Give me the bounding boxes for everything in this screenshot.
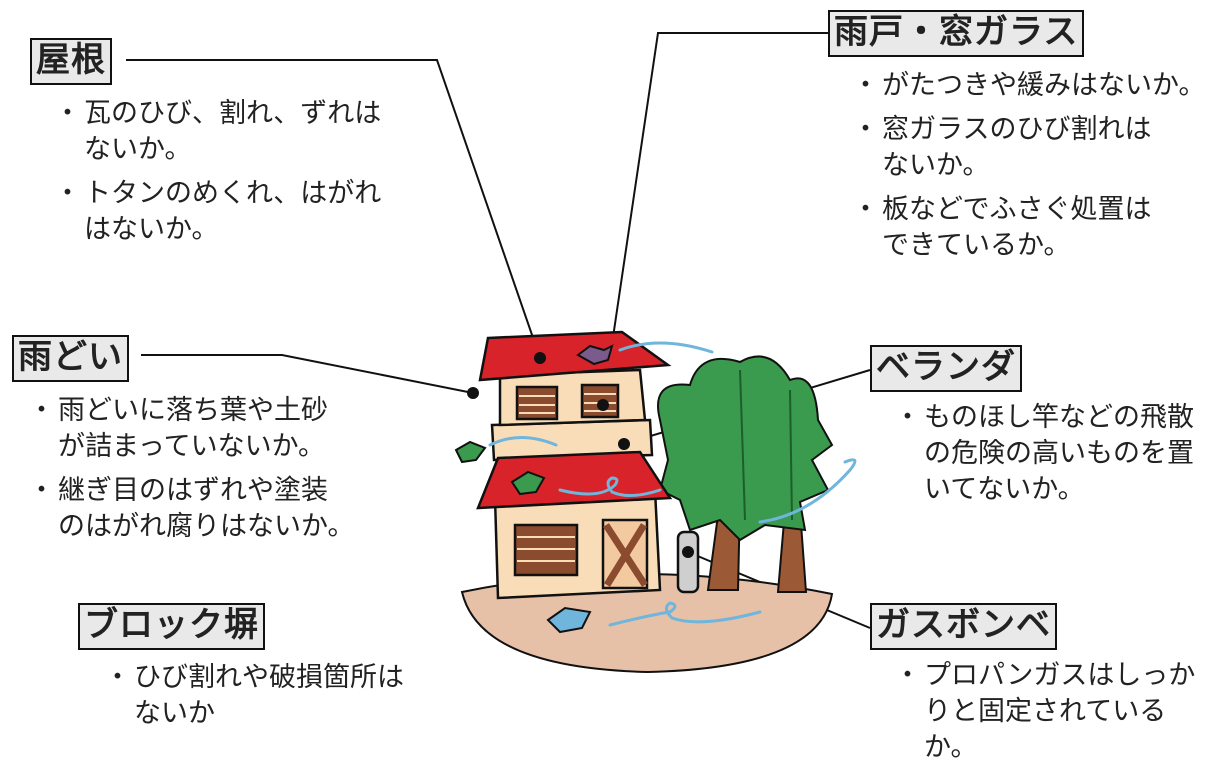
window-item-3-text: 板などでふさぐ処置は できているか。 (882, 194, 1152, 261)
veranda-label: ベランダ (870, 345, 1022, 393)
window-item-1: がたつきや緩みはないか。 (852, 68, 1206, 104)
gas-cylinder-item-1-text: プロパンガスはしっか りと固定されているか。 (924, 660, 1196, 763)
gas-cylinder-item-1: プロパンガスはしっか りと固定されているか。 (894, 658, 1219, 766)
window-checklist: がたつきや緩みはないか。 窓ガラスのひび割れは ないか。 板などでふさぐ処置は … (852, 68, 1206, 272)
trees (657, 355, 834, 593)
window-item-3: 板などでふさぐ処置は できているか。 (852, 192, 1205, 264)
gas-cylinder-label: ガスボンベ (870, 603, 1057, 651)
roof-item-2: トタンのめくれ、はがれ はないか。 (54, 176, 382, 248)
typhoon-house-illustration (126, 32, 871, 674)
veranda-item-1-text: ものほし竿などの飛散 の危険の高いものを置 いてないか。 (924, 402, 1194, 505)
roof-label: 屋根 (30, 38, 112, 86)
gutter-item-1-text: 雨どいに落ち葉や土砂 が詰まっていないか。 (58, 395, 328, 462)
window-item-1-text: がたつきや緩みはないか。 (882, 70, 1206, 101)
leader-line-window (602, 32, 828, 406)
gas-cylinder-checklist: プロパンガスはしっか りと固定されているか。 (894, 658, 1219, 766)
callout-dots (467, 352, 694, 558)
window-label: 雨戸・窓ガラス (828, 10, 1085, 58)
gutter-item-2: 継ぎ目のはずれや塗装 のはがれ腐りはないか。 (28, 473, 355, 545)
veranda-checklist: ものほし竿などの飛散 の危険の高いものを置 いてないか。 (894, 400, 1194, 516)
block-wall-item-1: ひび割れや破損箇所は ないか (104, 660, 404, 732)
roof-item-2-text: トタンのめくれ、はがれ はないか。 (84, 178, 382, 245)
window-item-2: 窓ガラスのひび割れは ないか。 (852, 112, 1205, 184)
gutter-item-2-text: 継ぎ目のはずれや塗装 のはがれ腐りはないか。 (58, 475, 355, 542)
block-wall-item-1-text: ひび割れや破損箇所は ないか (134, 662, 404, 729)
wind-streaks (488, 341, 857, 627)
shutter-slats (517, 393, 616, 562)
veranda-item-1: ものほし竿などの飛散 の危険の高いものを置 いてないか。 (894, 400, 1194, 508)
block-wall-label: ブロック塀 (78, 603, 265, 651)
roof-item-1: 瓦のひび、割れ、ずれは ないか。 (54, 96, 382, 168)
roof-item-1-text: 瓦のひび、割れ、ずれは ないか。 (84, 98, 382, 165)
roof-checklist: 瓦のひび、割れ、ずれは ないか。 トタンのめくれ、はがれ はないか。 (54, 96, 382, 256)
leader-line-roof (126, 59, 541, 359)
block-wall-checklist: ひび割れや破損箇所は ないか (104, 660, 404, 740)
window-item-2-text: 窓ガラスのひび割れは ないか。 (882, 114, 1152, 181)
house (476, 330, 700, 600)
leader-line-gutter (141, 354, 474, 394)
gutter-checklist: 雨どいに落ち葉や土砂 が詰まっていないか。 継ぎ目のはずれや塗装 のはがれ腐りは… (28, 393, 355, 553)
gutter-label: 雨どい (12, 335, 129, 383)
flying-leaves (454, 344, 614, 634)
gutter-item-1: 雨どいに落ち葉や土砂 が詰まっていないか。 (28, 393, 354, 465)
